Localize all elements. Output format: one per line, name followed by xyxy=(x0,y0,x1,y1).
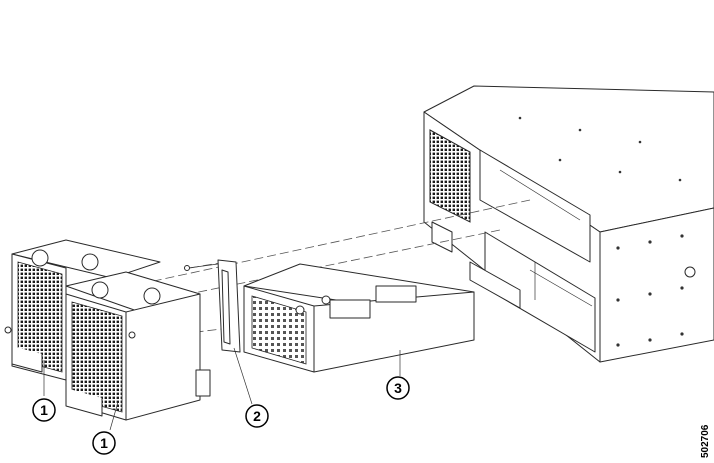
fan-tray-2-fan-blade-icon xyxy=(91,281,109,299)
blank-plate-flange xyxy=(221,269,231,345)
module-screw-icon-2 xyxy=(321,295,331,305)
module-screw-icon xyxy=(295,305,305,315)
module-vent xyxy=(251,295,307,365)
blank-plate-screw-icon xyxy=(184,265,190,271)
leader-lines xyxy=(43,347,401,431)
chassis-ground-stud xyxy=(684,266,696,278)
chassis-module-handle xyxy=(469,261,521,309)
fan-tray-1-grille xyxy=(17,261,63,373)
chassis-upper-bay xyxy=(479,149,591,263)
blank-plate xyxy=(184,259,241,353)
fan-tray-2-side xyxy=(125,293,201,421)
chassis-lower-bay xyxy=(484,231,596,353)
module-heatsink xyxy=(375,285,417,303)
callout-1a: 1 xyxy=(32,398,56,422)
fan-tray-2-handle xyxy=(65,388,103,417)
chassis-fan-handle xyxy=(431,221,453,253)
fan-tray-2-latch xyxy=(195,369,211,397)
fan-tray-2-grille xyxy=(71,301,123,413)
fan-tray-1-fan-blade-icon xyxy=(31,249,49,267)
chassis-side xyxy=(599,207,714,363)
fan-tray-1 xyxy=(4,239,161,381)
fan-tray-2 xyxy=(65,271,211,421)
callout-2-label: 2 xyxy=(253,408,261,424)
fan-tray-2-screw-icon xyxy=(128,331,136,339)
figure-number: 502706 xyxy=(700,424,711,458)
module-board xyxy=(329,299,371,319)
fan-tray-1-fan-blade-icon-2 xyxy=(81,253,99,271)
module xyxy=(243,263,475,373)
fan-tray-1-screw-icon xyxy=(4,326,12,334)
callout-3: 3 xyxy=(386,376,410,400)
chassis-screws xyxy=(518,116,684,347)
callout-2: 2 xyxy=(245,404,269,428)
chassis xyxy=(423,85,714,363)
callout-3-label: 3 xyxy=(394,380,402,396)
chassis-fan-vent xyxy=(429,129,471,223)
callout-1a-label: 1 xyxy=(40,402,48,418)
fan-tray-1-handle xyxy=(11,346,43,373)
fan-tray-2-fan-blade-icon-2 xyxy=(143,287,161,305)
callout-1b-label: 1 xyxy=(100,435,108,451)
callout-1b: 1 xyxy=(92,431,116,455)
